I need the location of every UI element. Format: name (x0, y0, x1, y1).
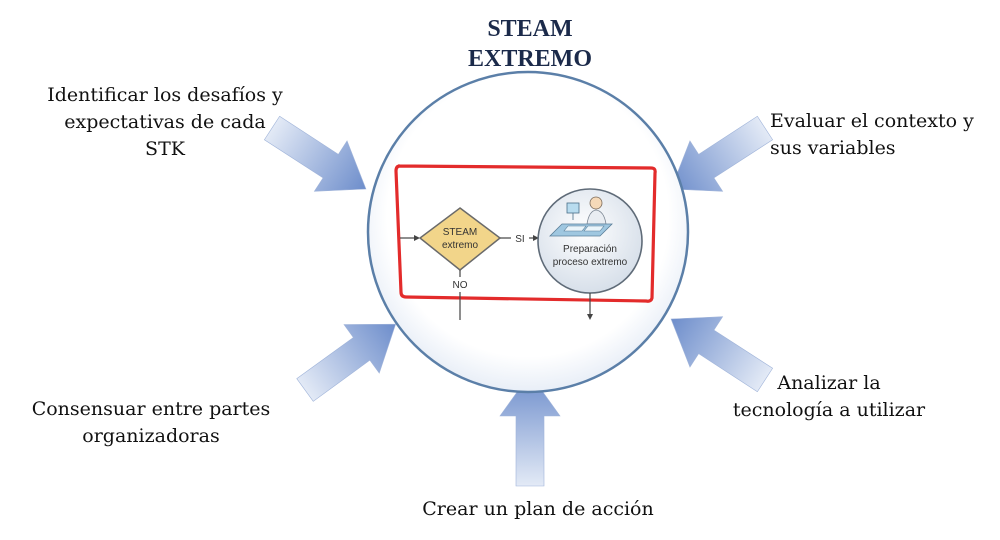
title-line-1: STEAM (487, 16, 573, 42)
label-line: expectativas de cada (64, 111, 266, 133)
label-line: Crear un plan de acción (422, 498, 654, 520)
label-analizar-tecnologia: Analizar la tecnología a utilizar (716, 370, 942, 424)
process-label-line1: Preparación (563, 244, 617, 255)
label-line: sus variables (770, 137, 896, 159)
label-identificar-desafios: Identificar los desafíos y expectativas … (30, 82, 300, 163)
person-at-desk-icon (549, 196, 613, 237)
highlight-box (394, 164, 657, 303)
label-line: Consensuar entre partes (31, 398, 271, 420)
flowchart-entry-arrow (400, 235, 420, 241)
label-line: tecnología a utilizar (732, 399, 926, 421)
decision-label-line1: STEAM (443, 227, 477, 238)
central-circle (366, 70, 690, 394)
yes-label: SI (515, 234, 524, 245)
no-label: NO (453, 280, 468, 291)
label-evaluar-contexto: Evaluar el contexto y sus variables (770, 108, 1000, 162)
label-line: organizadoras (82, 425, 220, 447)
label-line: STK (145, 138, 185, 160)
yes-arrowhead (533, 235, 539, 241)
label-line: Identificar los desafíos y (47, 84, 283, 106)
label-plan-de-accion: Crear un plan de acción (395, 496, 681, 523)
diagram-title: STEAM EXTREMO (430, 14, 630, 74)
title-line-2: EXTREMO (467, 46, 592, 72)
label-line: Analizar la (777, 372, 881, 394)
label-consensuar: Consensuar entre partes organizadoras (16, 396, 286, 450)
process-label-line2: proceso extremo (553, 257, 628, 268)
label-line: Evaluar el contexto y (770, 110, 974, 132)
decision-label-line2: extremo (442, 240, 479, 251)
process-exit-arrow (587, 293, 593, 320)
